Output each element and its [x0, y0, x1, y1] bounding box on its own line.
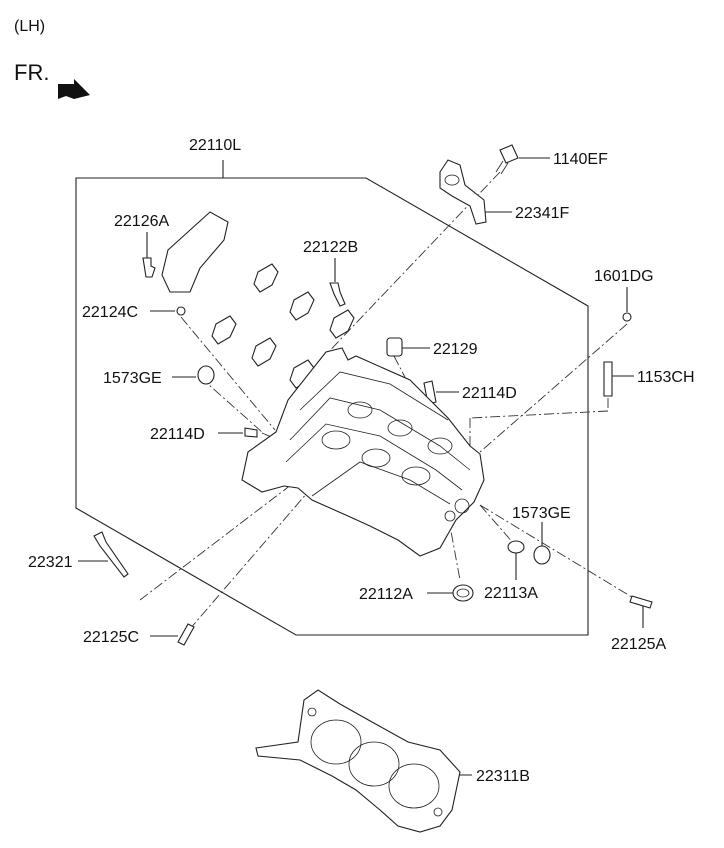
- label-22125a: 22125A: [611, 636, 666, 653]
- label-22341f: 22341F: [515, 205, 569, 222]
- label-1573ge-lower: 1573GE: [512, 505, 571, 522]
- label-22124c: 22124C: [82, 304, 138, 321]
- label-1140ef: 1140EF: [553, 151, 608, 168]
- label-22129: 22129: [433, 341, 478, 358]
- cylinder-head-22110l: [241, 347, 485, 557]
- bolt-22126a: [142, 257, 156, 278]
- label-1601dg: 1601DG: [594, 268, 654, 285]
- label-22112a: 22112A: [359, 586, 413, 603]
- label-22114d-upper: 22114D: [462, 385, 517, 402]
- front-direction-label: FR.: [14, 60, 50, 85]
- leader-lines: [78, 157, 644, 776]
- cap-1573ge-lower: [533, 545, 551, 565]
- label-22113a: 22113A: [484, 585, 538, 602]
- front-arrow-icon: [58, 79, 90, 99]
- bolt-22122b: [329, 282, 346, 307]
- cap-1573ge-upper: [197, 365, 215, 385]
- assembly-frame: [75, 177, 589, 636]
- label-22110l: 22110L: [189, 137, 241, 154]
- label-22321: 22321: [28, 554, 73, 571]
- label-1573ge-upper: 1573GE: [103, 370, 162, 387]
- dowel-22124c: [176, 306, 186, 316]
- pin-22114d-lower: [244, 427, 258, 438]
- seal-22112a: [452, 584, 474, 602]
- label-22114d-lower: 22114D: [150, 426, 205, 443]
- stud-1153ch: [603, 361, 613, 397]
- head-gasket-22311b: [255, 689, 461, 833]
- bolt-22321: [93, 531, 129, 578]
- label-22126a: 22126A: [114, 213, 169, 230]
- stud-22125a: [629, 595, 653, 609]
- label-22311b: 22311B: [476, 768, 530, 785]
- seal-22113a: [507, 540, 525, 554]
- side-indicator: (LH): [14, 18, 46, 35]
- bolt-1140ef: [495, 144, 519, 175]
- plug-22129: [386, 337, 403, 357]
- label-1153ch: 1153CH: [637, 369, 695, 386]
- label-22122b: 22122B: [303, 239, 358, 256]
- bearing-cap-22126a: [161, 211, 229, 293]
- label-22125c: 22125C: [83, 629, 139, 646]
- cam-caps: [211, 263, 355, 389]
- dowel-1601dg: [622, 312, 632, 322]
- stud-22125c: [177, 623, 195, 646]
- bracket-22341f: [439, 159, 487, 225]
